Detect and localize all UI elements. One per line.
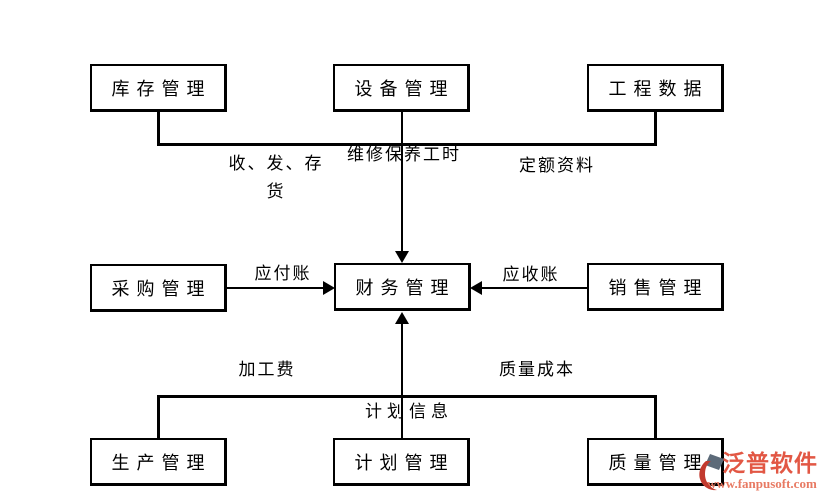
- arrowhead-into-finance-left-icon: [323, 281, 335, 295]
- node-sales: 销售管理: [587, 263, 724, 311]
- node-finance-label: 财务管理: [355, 277, 456, 298]
- fanpu-logo-icon: [699, 454, 724, 491]
- edge-label-procurement-to-finance: 应付账: [254, 264, 312, 283]
- node-engineering-data: 工程数据: [587, 64, 724, 112]
- node-equipment: 设备管理: [333, 64, 470, 112]
- edge-label-planning-to-finance: 计划信息: [365, 402, 453, 421]
- edge-label-inventory-to-finance: 收、发、存货: [228, 154, 324, 201]
- edge-label-sales-to-finance: 应收账: [502, 265, 560, 284]
- edge-label-production-to-finance: 加工费: [238, 360, 296, 379]
- node-inventory-label: 库存管理: [111, 78, 212, 99]
- arrowhead-into-finance-bottom-icon: [395, 312, 409, 324]
- connector-bottom-bus: [157, 395, 657, 398]
- node-engineering-data-label: 工程数据: [608, 78, 709, 99]
- arrowhead-into-finance-right-icon: [470, 281, 482, 295]
- fanpu-watermark: 泛普软件 www.fanpusoft.com: [698, 450, 834, 491]
- connector-engineering-drop: [654, 112, 657, 144]
- connector-equipment-to-finance: [401, 112, 403, 251]
- edge-label-equipment-to-finance: 维修保养工时: [347, 145, 461, 164]
- node-sales-label: 销售管理: [608, 277, 709, 298]
- arrowhead-into-finance-top-icon: [395, 251, 409, 263]
- connector-sales-to-finance: [482, 287, 587, 289]
- node-planning: 计划管理: [333, 438, 470, 486]
- node-quality-label: 质量管理: [608, 452, 709, 473]
- connector-top-bus: [157, 143, 657, 146]
- node-procurement-label: 采购管理: [111, 278, 212, 299]
- connector-quality-riser: [654, 397, 657, 438]
- connector-procurement-to-finance: [227, 287, 323, 289]
- node-finance: 财务管理: [334, 263, 471, 311]
- fanpu-url-text: www.fanpusoft.com: [707, 476, 817, 491]
- node-equipment-label: 设备管理: [354, 78, 455, 99]
- edge-label-quality-to-finance: 质量成本: [499, 360, 575, 379]
- fanpu-brand-text: 泛普软件: [722, 451, 818, 476]
- node-production: 生产管理: [90, 438, 227, 486]
- node-inventory: 库存管理: [90, 64, 227, 112]
- node-procurement: 采购管理: [90, 264, 227, 312]
- node-planning-label: 计划管理: [354, 452, 455, 473]
- node-production-label: 生产管理: [111, 452, 212, 473]
- edge-label-engineering-to-finance: 定额资料: [519, 156, 595, 175]
- connector-planning-to-finance: [401, 324, 403, 438]
- connector-inventory-drop: [157, 112, 160, 144]
- connector-production-riser: [157, 397, 160, 438]
